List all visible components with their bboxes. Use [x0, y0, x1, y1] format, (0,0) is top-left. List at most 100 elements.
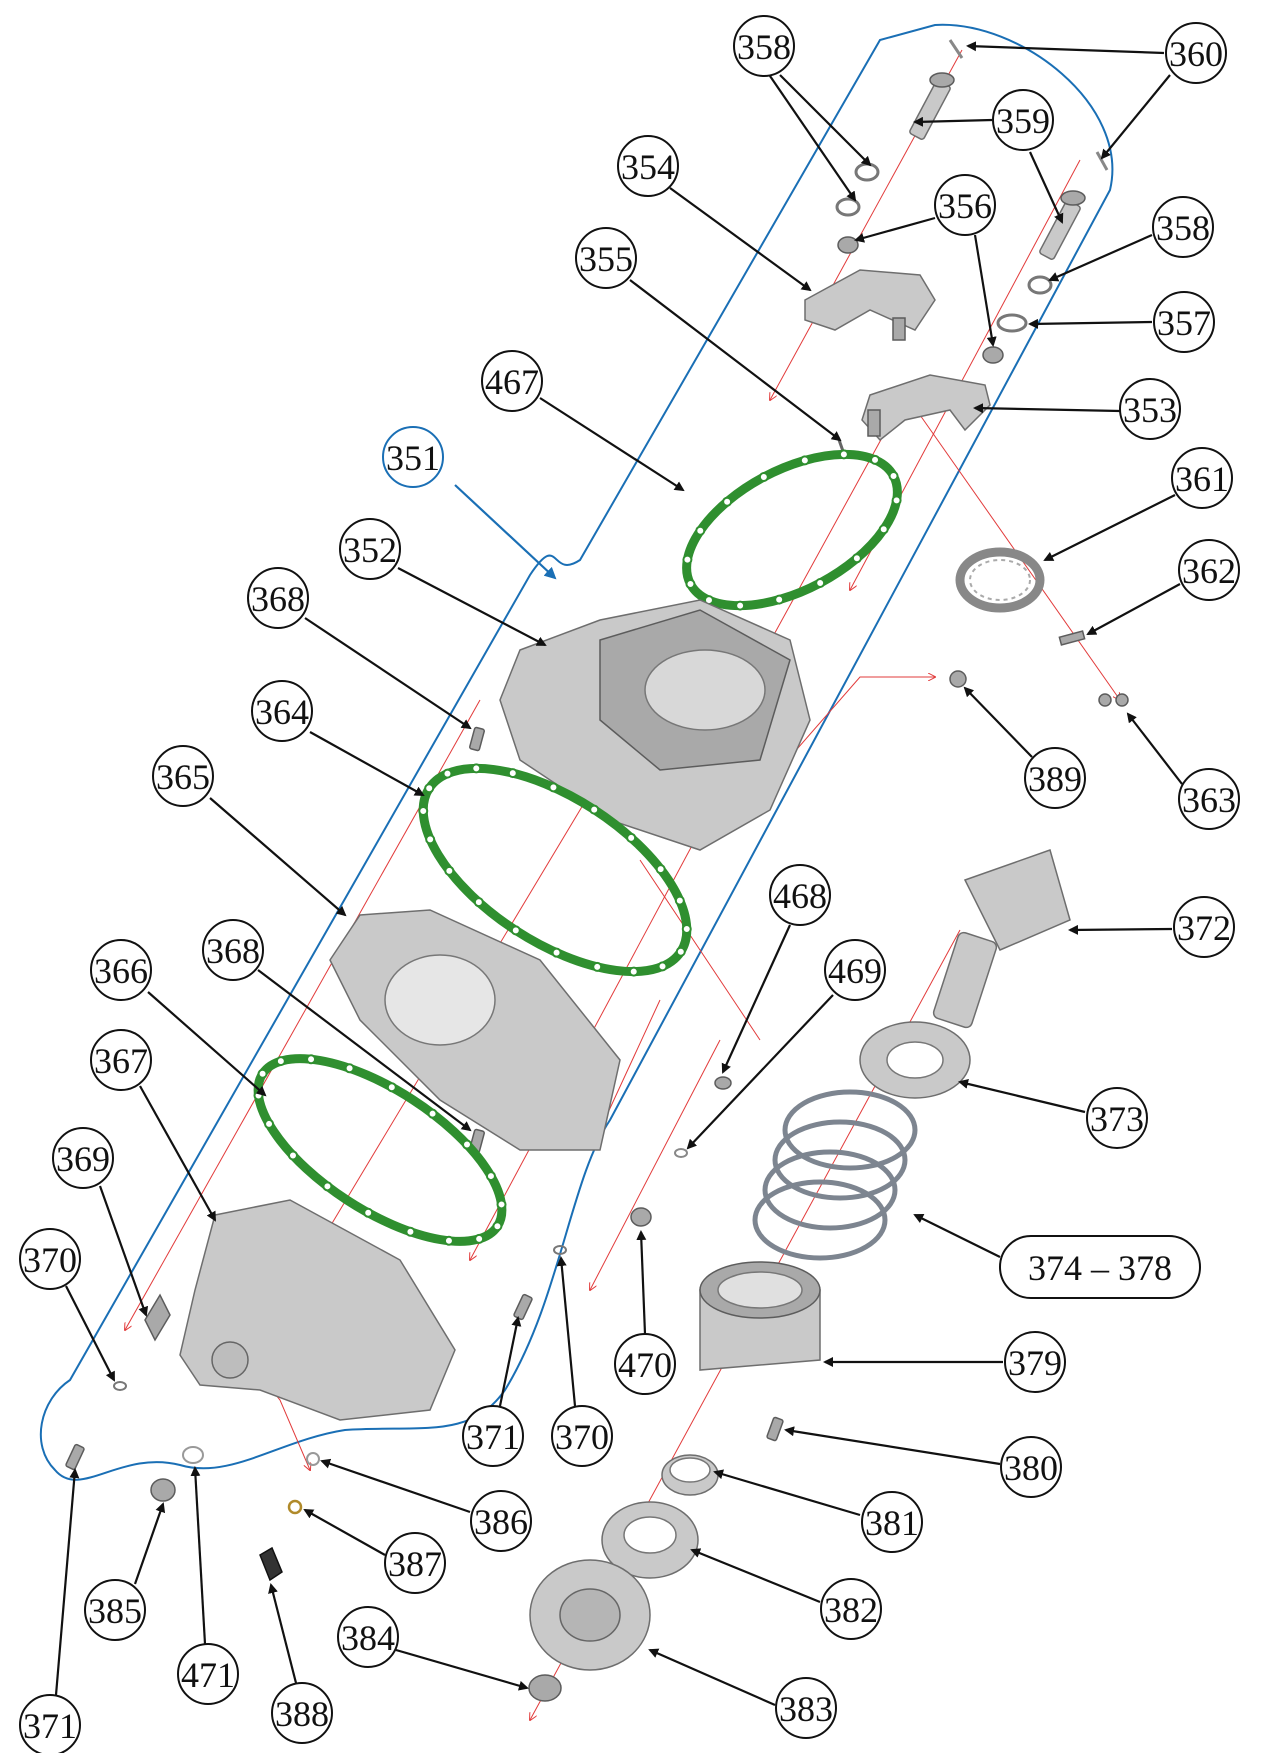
- bolt-359-left: [909, 72, 955, 140]
- g364holes-hole: [628, 966, 639, 977]
- g364holes-hole: [592, 961, 603, 972]
- callout-label-c373: 373: [1090, 1099, 1144, 1139]
- g364holes-hole: [425, 834, 436, 845]
- leader-c368b-0: [257, 969, 472, 1132]
- callout-c355: 355: [575, 227, 637, 289]
- plug-389: [949, 670, 967, 688]
- ring-387: [287, 1499, 303, 1515]
- leader-c364-0: [309, 731, 425, 796]
- leader-c469-0: [686, 994, 834, 1150]
- callout-c354: 354: [617, 135, 679, 197]
- pinion-gear-372: [932, 849, 1071, 1029]
- g364holes-hole: [424, 783, 435, 794]
- gasket-366: [253, 1054, 507, 1246]
- shims-374-378: [752, 1089, 918, 1261]
- bearing-cage-379: [699, 1261, 821, 1371]
- callout-c381: 381: [861, 1491, 923, 1553]
- leader-c368a-0: [304, 617, 472, 730]
- housing-367: [179, 1199, 456, 1421]
- g467holes-hole: [695, 525, 706, 536]
- callout-label-c388: 388: [275, 1694, 329, 1734]
- g467holes-hole: [722, 496, 733, 507]
- lock-plate-357: [996, 313, 1028, 333]
- callout-label-c372: 372: [1177, 908, 1231, 948]
- callout-label-c358a: 358: [737, 27, 791, 67]
- leader-c470-0: [636, 1230, 647, 1335]
- callout-label-c364: 364: [255, 692, 309, 732]
- g364holes-hole: [473, 897, 484, 908]
- callout-label-c365: 365: [156, 757, 210, 797]
- g364holes-hole: [507, 768, 518, 779]
- callout-label-c381: 381: [865, 1503, 919, 1543]
- g364holes-hole: [471, 763, 482, 774]
- bearing-cap-353: [861, 374, 991, 442]
- leader-c369-0: [98, 1185, 149, 1317]
- leader-c359-0: [913, 116, 993, 127]
- callout-c353: 353: [1119, 378, 1181, 440]
- g467holes-hole: [891, 495, 902, 506]
- callout-label-c354: 354: [621, 147, 675, 187]
- callout-c382: 382: [820, 1578, 882, 1640]
- callout-c357: 357: [1153, 291, 1215, 353]
- dowel-368-top: [469, 726, 485, 752]
- g364holes-hole: [418, 805, 429, 816]
- callout-label-c369: 369: [56, 1139, 110, 1179]
- g467holes-hole: [735, 600, 746, 611]
- leader-c387-0: [303, 1509, 386, 1556]
- callout-label-c352: 352: [343, 530, 397, 570]
- bearing-382: [601, 1501, 699, 1579]
- callout-label-c366: 366: [94, 951, 148, 991]
- leader-c373-0: [958, 1079, 1086, 1114]
- bracket-369: [144, 1293, 171, 1342]
- leader-c351-0: [454, 484, 557, 580]
- gasket-467: [682, 449, 902, 611]
- leader-c374-0: [913, 1214, 1001, 1258]
- callout-label-c357: 357: [1157, 303, 1211, 343]
- callout-c356: 356: [934, 174, 996, 236]
- callout-label-c371b: 371: [466, 1417, 520, 1457]
- callout-c386: 386: [470, 1490, 532, 1552]
- g366holes-hole: [427, 1108, 438, 1119]
- g366holes-hole: [344, 1063, 355, 1074]
- assembly-boundary: [39, 23, 1114, 1481]
- g364holes-hole: [551, 947, 562, 958]
- leader-c384-0: [395, 1648, 529, 1691]
- nut-356: [837, 236, 1004, 364]
- housing-352: [499, 599, 811, 851]
- g467holes-hole: [758, 472, 769, 483]
- callout-c471: 471: [177, 1643, 239, 1705]
- callout-label-c470: 470: [618, 1345, 672, 1385]
- g366holes-hole: [492, 1221, 503, 1232]
- leader-c363-0: [1126, 712, 1183, 785]
- pin-360-right: [1095, 151, 1109, 171]
- o-ring-471: [182, 1446, 204, 1464]
- g467holes-hole: [870, 454, 881, 465]
- callout-c370a: 370: [19, 1228, 81, 1290]
- callout-c358a: 358: [733, 15, 795, 77]
- leader-c358a-1: [769, 75, 857, 202]
- bolt-380: [766, 1416, 784, 1442]
- leader-c382-0: [690, 1548, 821, 1604]
- leader-c367-0: [139, 1085, 216, 1222]
- callout-label-c359: 359: [996, 101, 1050, 141]
- g366holes-hole: [257, 1068, 268, 1079]
- callout-label-c362: 362: [1182, 551, 1236, 591]
- g366holes-hole: [496, 1199, 507, 1210]
- callout-c352: 352: [339, 518, 401, 580]
- callout-label-c468: 468: [773, 876, 827, 916]
- g467holes-hole: [685, 578, 696, 589]
- leader-c383-0: [648, 1648, 776, 1707]
- leader-c359-1: [1028, 151, 1064, 224]
- leader-c370a-0: [65, 1285, 115, 1382]
- callout-label-c385: 385: [88, 1591, 142, 1631]
- gasket-364: [418, 763, 692, 977]
- lock-clip-362: [1058, 630, 1086, 646]
- callout-c384: 384: [337, 1606, 399, 1668]
- leader-c471-0: [190, 1466, 207, 1645]
- callout-c364: 364: [251, 680, 313, 742]
- leader-c355-0: [629, 279, 842, 442]
- breather-388: [259, 1546, 283, 1582]
- nut-470: [630, 1207, 652, 1227]
- leader-c352-0: [397, 567, 547, 646]
